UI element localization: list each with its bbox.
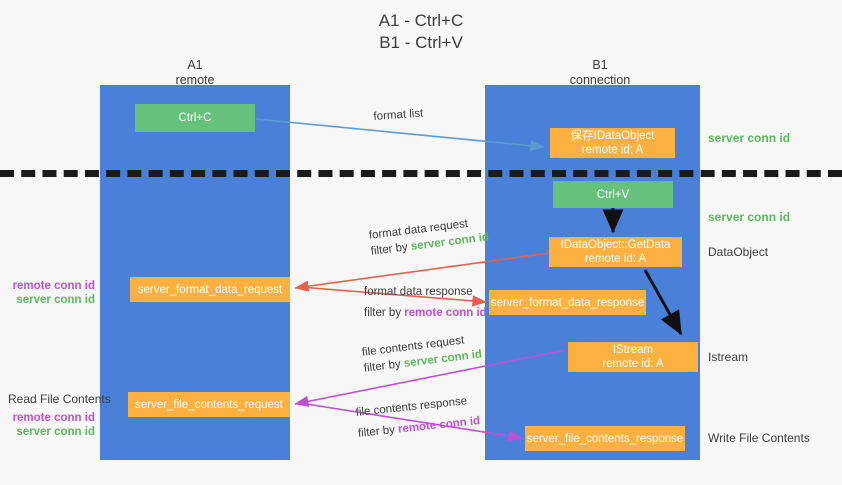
label-file-contents-response: file contents response filter by remote … <box>355 392 481 442</box>
label-fdreq-prefix: filter by <box>370 240 412 258</box>
page-title: A1 - Ctrl+C B1 - Ctrl+V <box>0 10 842 54</box>
side-label-server-conn-id-second: server conn id <box>708 210 791 224</box>
box-server-file-contents-response[interactable]: server_file_contents_response <box>525 426 685 451</box>
box-save-idataobject-line1: 保存IDataObject <box>570 130 655 142</box>
box-server-file-contents-request[interactable]: server_file_contents_request <box>128 392 290 417</box>
side-label-conn-ids-format: remote conn id server conn id <box>0 279 95 307</box>
box-server-file-contents-response-label: server_file_contents_response <box>526 432 684 445</box>
box-server-format-data-request-label: server_format_data_request <box>137 283 283 296</box>
lane-header-a1: A1 remote <box>130 58 260 88</box>
label-fdresp-prefix: filter by <box>364 307 405 319</box>
side-label-istream: Istream <box>708 350 749 364</box>
box-istream-line1: IStream <box>612 344 654 356</box>
box-ctrl-v-label: Ctrl+V <box>596 188 630 201</box>
label-format-data-response: format data response filter by remote co… <box>364 284 487 321</box>
label-fcresp-key: remote conn id <box>397 415 481 436</box>
side-label-conn-ids-file: remote conn id server conn id <box>0 411 95 439</box>
side-label-remote-conn-id-1: remote conn id <box>12 280 95 292</box>
label-format-data-response-line2: filter by remote conn id <box>364 305 487 321</box>
label-format-data-response-line1: format data response <box>364 286 473 298</box>
lane-header-b1: B1 connection <box>535 58 665 88</box>
side-label-write-file-contents: Write File Contents <box>708 431 810 445</box>
lane-header-b1-subtitle: connection <box>569 73 631 87</box>
box-ctrl-c-label: Ctrl+C <box>178 112 212 124</box>
label-fcreq-prefix: filter by <box>363 357 405 375</box>
title-line-1: A1 - Ctrl+C <box>378 11 464 30</box>
box-istream[interactable]: IStream remote id: A <box>568 342 698 372</box>
side-label-read-file-contents: Read File Contents <box>8 392 111 406</box>
box-server-file-contents-request-label: server_file_contents_request <box>135 398 283 411</box>
box-idataobject-getdata-line2: remote id: A <box>584 253 647 265</box>
lane-header-a1-subtitle: remote <box>175 73 215 87</box>
box-server-format-data-response-label: server_format_data_response <box>490 296 645 309</box>
box-istream-line2: remote id: A <box>602 358 664 370</box>
phase-divider <box>0 170 842 177</box>
label-format-list-text: format list <box>373 107 424 123</box>
box-idataobject-getdata[interactable]: IDataObject::GetData remote id: A <box>549 237 682 267</box>
box-server-format-data-request[interactable]: server_format_data_request <box>130 277 290 302</box>
lane-header-a1-name: A1 <box>187 58 203 72</box>
label-fdresp-key: remote conn id <box>404 307 487 319</box>
label-format-data-request: format data request filter by server con… <box>368 214 490 260</box>
side-label-server-conn-id-top: server conn id <box>708 131 791 145</box>
label-fcresp-prefix: filter by <box>357 423 399 440</box>
lane-header-b1-name: B1 <box>592 58 608 72</box>
side-label-remote-conn-id-2: remote conn id <box>12 412 95 424</box>
label-format-list: format list <box>373 106 424 125</box>
box-ctrl-c[interactable]: Ctrl+C <box>135 104 255 132</box>
side-label-server-conn-id-2: server conn id <box>16 426 95 438</box>
box-idataobject-getdata-line1: IDataObject::GetData <box>560 239 671 251</box>
side-label-dataobject: DataObject <box>708 245 769 259</box>
box-server-format-data-response[interactable]: server_format_data_response <box>489 290 646 315</box>
box-ctrl-v[interactable]: Ctrl+V <box>553 181 673 208</box>
title-line-2: B1 - Ctrl+V <box>379 33 463 52</box>
box-save-idataobject[interactable]: 保存IDataObject remote id: A <box>550 128 675 158</box>
label-file-contents-request: file contents request filter by server c… <box>361 331 483 377</box>
box-save-idataobject-line2: remote id: A <box>581 144 644 156</box>
side-label-server-conn-id-1: server conn id <box>16 294 95 306</box>
